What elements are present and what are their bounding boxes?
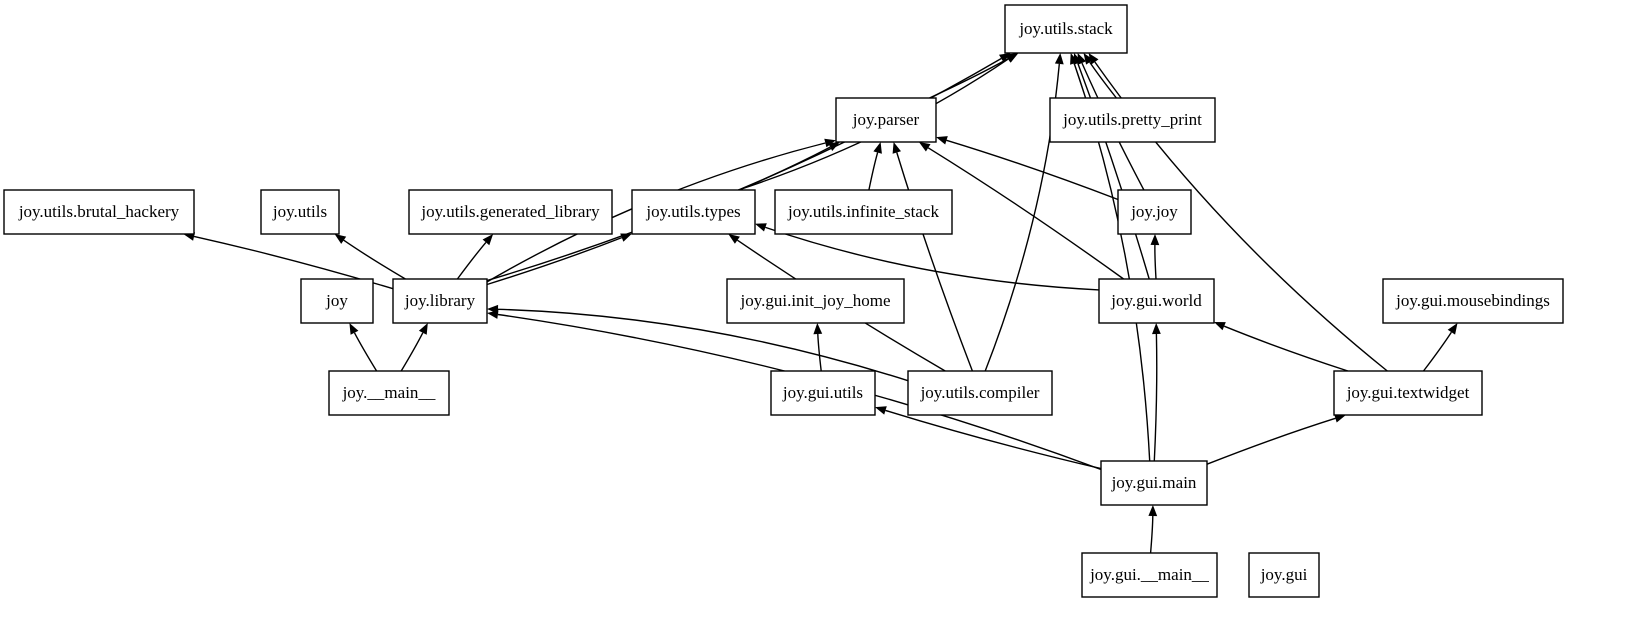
edge-arrowhead-icon — [1150, 234, 1160, 246]
node-joy[interactable]: joy — [300, 278, 374, 324]
edge-arrowhead-icon — [936, 136, 948, 145]
node-box[interactable] — [328, 370, 450, 416]
node-box[interactable] — [631, 189, 756, 235]
edge-joy.gui.world-to-joy.utils.types — [765, 226, 1100, 291]
node-joy.utils.generated_library[interactable]: joy.utils.generated_library — [408, 189, 613, 235]
edge-arrowhead-icon — [828, 142, 840, 151]
node-box[interactable] — [1004, 4, 1128, 54]
edge-arrowhead-icon — [487, 310, 499, 319]
node-box[interactable] — [1049, 97, 1216, 143]
edge-joy.gui.world-to-joy.utils.stack — [1077, 63, 1150, 280]
node-joy.utils.pretty_print[interactable]: joy.utils.pretty_print — [1049, 97, 1216, 143]
node-joy.library[interactable]: joy.library — [392, 278, 488, 324]
edge-arrowhead-icon — [1334, 414, 1346, 423]
node-box[interactable] — [726, 278, 905, 324]
node-box[interactable] — [770, 370, 876, 416]
edge-joy.utils.pretty_print-to-joy.utils.stack — [1089, 61, 1117, 99]
edge-arrowhead-icon — [892, 142, 901, 154]
node-joy.joy[interactable]: joy.joy — [1117, 189, 1192, 235]
node-joy.gui[interactable]: joy.gui — [1248, 552, 1320, 598]
edge-arrowhead-icon — [918, 142, 931, 152]
node-joy.gui.world[interactable]: joy.gui.world — [1098, 278, 1215, 324]
edge-joy.library-to-joy.utils.stack — [486, 57, 1002, 282]
edge-joy.gui.utils-to-joy.gui.init_joy_home — [817, 333, 822, 372]
edge-joy.gui.main-to-joy.gui.utils — [885, 409, 1102, 470]
node-box[interactable] — [408, 189, 613, 235]
node-joy.utils.types[interactable]: joy.utils.types — [631, 189, 756, 235]
node-joy.utils[interactable]: joy.utils — [260, 189, 340, 235]
node-box[interactable] — [392, 278, 488, 324]
edge-joy.gui.textwidget-to-joy.gui.mousebindings — [1422, 331, 1452, 372]
node-box[interactable] — [3, 189, 195, 235]
edge-joy.utils.compiler-to-joy.utils.stack — [984, 63, 1060, 372]
edge-arrowhead-icon — [875, 406, 887, 415]
edge-joy.gui.textwidget-to-joy.gui.world — [1223, 325, 1349, 372]
node-box[interactable] — [1382, 278, 1564, 324]
edge-joy.utils.compiler-to-joy.parser — [896, 152, 974, 372]
edge-arrowhead-icon — [1152, 323, 1161, 335]
edge-arrowhead-icon — [1083, 53, 1094, 65]
node-box[interactable] — [1333, 370, 1483, 416]
node-joy.gui.init_joy_home[interactable]: joy.gui.init_joy_home — [726, 278, 905, 324]
edge-arrowhead-icon — [334, 234, 347, 244]
node-joy.utils.infinite_stack[interactable]: joy.utils.infinite_stack — [774, 189, 953, 235]
edge-joy.library-to-joy.utils.types — [486, 236, 623, 286]
node-joy.gui.textwidget[interactable]: joy.gui.textwidget — [1333, 370, 1483, 416]
nodes-layer: joy.utils.stack joy.parser joy.utils.prett… — [3, 4, 1564, 598]
edge-arrowhead-icon — [1088, 53, 1099, 65]
edge-joy.library-to-joy.utils — [343, 239, 406, 280]
edge-joy.gui.world-to-joy.parser — [927, 147, 1125, 280]
edge-joy.library-to-joy.utils.generated_library — [456, 241, 487, 280]
edge-arrowhead-icon — [1005, 53, 1018, 63]
edge-arrowhead-icon — [1070, 53, 1079, 65]
edge-joy.gui.world-to-joy.joy — [1154, 244, 1157, 280]
node-box[interactable] — [907, 370, 1053, 416]
edge-joy.__main__-to-joy — [353, 332, 378, 372]
node-joy.utils.compiler[interactable]: joy.utils.compiler — [907, 370, 1053, 416]
edge-arrowhead-icon — [813, 323, 823, 335]
node-box[interactable] — [1098, 278, 1215, 324]
node-box[interactable] — [835, 97, 937, 143]
edge-joy.utils.infinite_stack-to-joy.parser — [868, 152, 879, 191]
edge-arrowhead-icon — [755, 223, 767, 232]
node-box[interactable] — [1248, 552, 1320, 598]
node-joy.gui.utils[interactable]: joy.gui.utils — [770, 370, 876, 416]
node-joy.parser[interactable]: joy.parser — [835, 97, 937, 143]
edge-joy.__main__-to-joy.library — [400, 332, 424, 372]
edge-joy.gui.main-to-joy.gui.world — [1153, 333, 1158, 462]
edge-arrowhead-icon — [482, 234, 494, 246]
edge-joy.utils.compiler-to-joy.library — [497, 308, 909, 382]
node-box[interactable] — [260, 189, 340, 235]
edge-arrowhead-icon — [824, 138, 836, 148]
edge-arrowhead-icon — [873, 142, 882, 154]
edge-joy.joy-to-joy.parser — [946, 139, 1119, 201]
edge-arrowhead-icon — [1214, 322, 1226, 331]
node-joy.gui.main[interactable]: joy.gui.main — [1100, 460, 1208, 506]
edge-arrowhead-icon — [1054, 53, 1064, 65]
node-box[interactable] — [1081, 552, 1218, 598]
node-joy.gui.__main__[interactable]: joy.gui.__main__ — [1081, 552, 1218, 598]
edge-arrowhead-icon — [1148, 505, 1158, 517]
node-joy.utils.stack[interactable]: joy.utils.stack — [1004, 4, 1128, 54]
edge-arrowhead-icon — [728, 234, 740, 244]
node-box[interactable] — [1117, 189, 1192, 235]
edge-arrowhead-icon — [1447, 323, 1458, 335]
node-box[interactable] — [774, 189, 953, 235]
edge-arrowhead-icon — [620, 233, 632, 242]
node-joy.utils.brutal_hackery[interactable]: joy.utils.brutal_hackery — [3, 189, 195, 235]
node-joy.gui.mousebindings[interactable]: joy.gui.mousebindings — [1382, 278, 1564, 324]
edge-arrowhead-icon — [349, 323, 359, 335]
edge-arrowhead-icon — [418, 323, 428, 335]
edge-joy.gui.__main__-to-joy.gui.main — [1149, 515, 1154, 554]
node-box[interactable] — [300, 278, 374, 324]
node-joy.__main__[interactable]: joy.__main__ — [328, 370, 450, 416]
node-box[interactable] — [1100, 460, 1208, 506]
edge-joy.gui.main-to-joy.gui.textwidget — [1206, 417, 1336, 465]
